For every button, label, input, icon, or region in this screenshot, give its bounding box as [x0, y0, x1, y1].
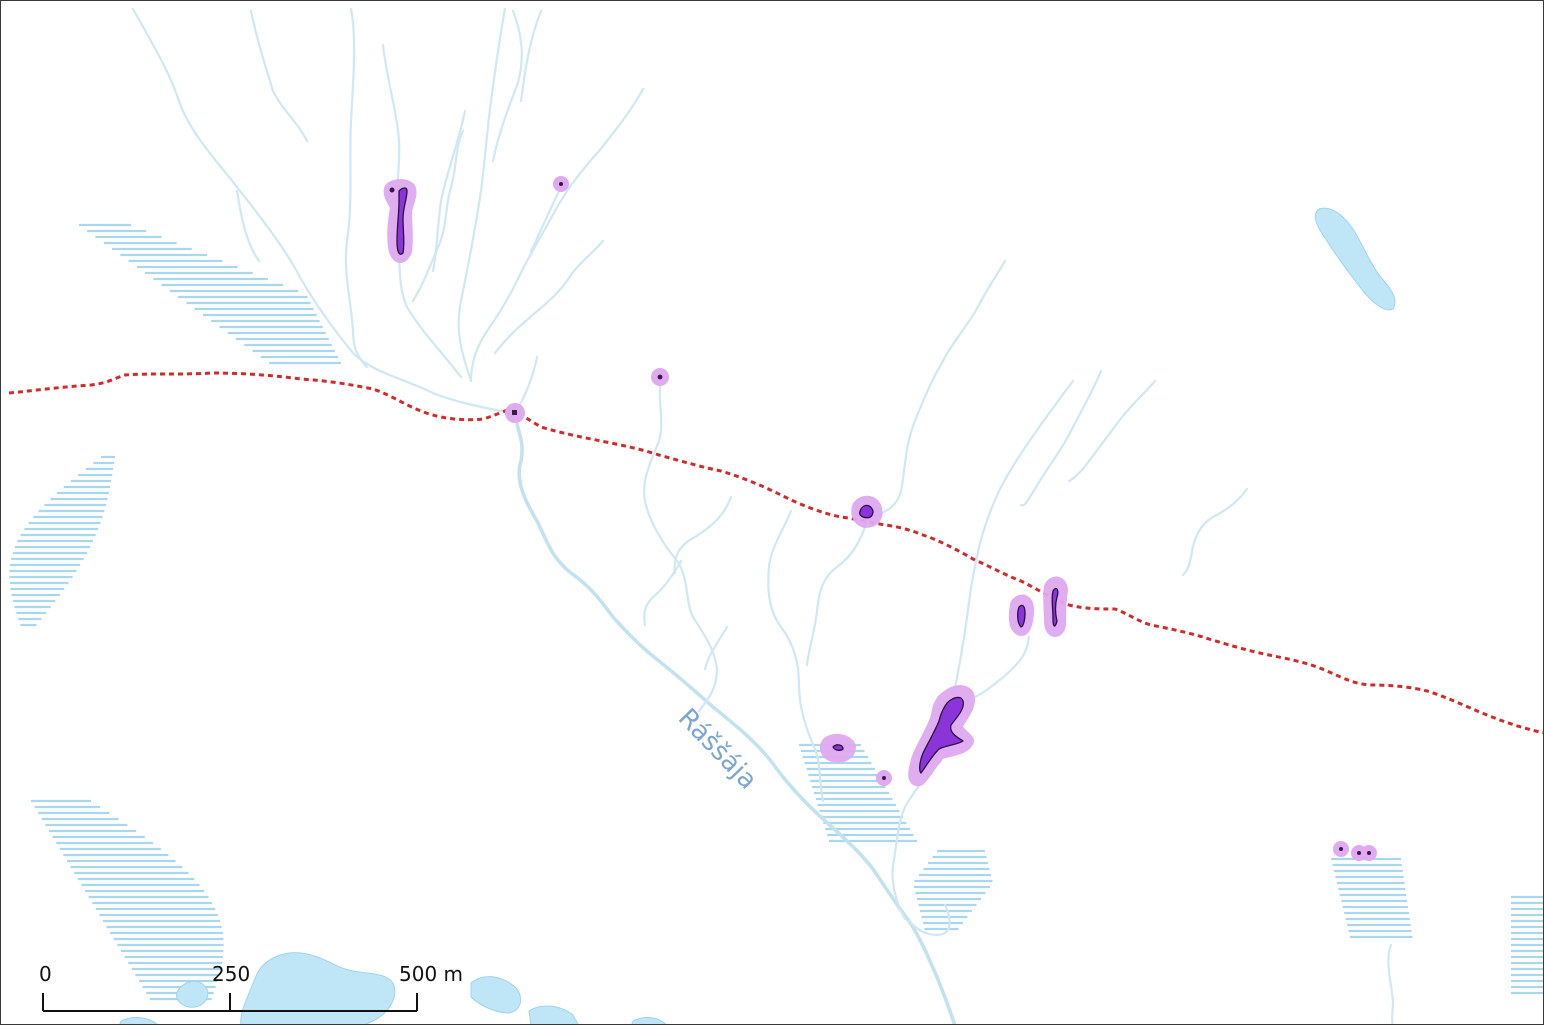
lakes — [119, 207, 1396, 1024]
streams — [131, 7, 1395, 1024]
stream-south-1 — [907, 903, 951, 936]
stream-ne-1 — [469, 87, 645, 383]
feature-north-elongated[interactable] — [383, 179, 417, 263]
stream-n-4 — [457, 7, 507, 383]
stream-central-2 — [673, 495, 733, 575]
lake-south-center — [470, 976, 522, 1014]
stream-east-5 — [1181, 487, 1249, 577]
stream-central-4 — [703, 625, 729, 671]
scale-label-mid: 250 — [212, 962, 250, 986]
marsh-areas — [9, 223, 1543, 1001]
lake-south-edge — [528, 1005, 579, 1024]
scale-bar-ticks — [42, 993, 418, 1011]
feature-east-pair-left[interactable] — [1008, 594, 1034, 636]
lake-southwest-large — [240, 952, 396, 1024]
marsh-area-west — [9, 455, 115, 627]
feature-southeast-cluster[interactable] — [1333, 841, 1377, 861]
lake-southwest-edge — [119, 1017, 158, 1024]
river-label-rassaja: Ráššája — [672, 703, 763, 795]
stream-n-7 — [431, 109, 467, 273]
stream-n-3 — [411, 129, 465, 303]
stream-east-2 — [949, 379, 1075, 707]
stream-ne-2 — [493, 239, 605, 355]
feature-east-pair-right[interactable] — [1043, 576, 1068, 637]
stream-east-4 — [1067, 379, 1157, 483]
stream-central-1 — [643, 379, 719, 713]
marsh-area-southwest — [31, 799, 224, 1001]
stream-central-3 — [643, 559, 683, 627]
stream-central-5 — [767, 509, 825, 803]
stream-ne-3 — [529, 185, 563, 253]
feature-north-dot[interactable] — [553, 176, 569, 192]
feature-south-dot[interactable] — [876, 770, 892, 786]
stream-central-6 — [805, 519, 869, 667]
stream-nw-2 — [235, 189, 261, 263]
lake-southwest-small — [176, 981, 209, 1008]
stream-east-1 — [869, 259, 1007, 519]
feature-south-large[interactable] — [908, 685, 975, 787]
feature-trail-center[interactable] — [851, 495, 883, 528]
lake-northeast — [1314, 207, 1396, 311]
marsh-area-southeast — [1331, 857, 1413, 939]
feature-center-dot[interactable] — [651, 368, 669, 386]
stream-n-6 — [519, 9, 543, 103]
scale-label-max: 500 m — [399, 962, 463, 986]
stream-nw-3 — [249, 9, 309, 143]
marsh-area-northwest — [79, 223, 341, 365]
stream-east-3 — [1019, 369, 1103, 507]
hiking-trail[interactable] — [8, 371, 1544, 735]
lake-south-edge-2 — [631, 1017, 666, 1024]
feature-trail-crossing[interactable] — [505, 403, 525, 423]
scale-bar: 0 250 500 m — [39, 962, 463, 1012]
stream-nw-1 — [131, 7, 503, 413]
mapped-features — [383, 176, 1377, 861]
stream-n-5 — [491, 9, 523, 163]
stream-east-6 — [965, 635, 1031, 703]
scale-label-zero: 0 — [39, 962, 52, 986]
feature-south-dot-west[interactable] — [819, 733, 856, 763]
marsh-area-central-south — [914, 849, 993, 931]
marsh-area-east-edge — [1511, 895, 1543, 995]
river-rassaja-main — [513, 411, 957, 1024]
stream-n-1 — [344, 7, 369, 369]
stream-se-1 — [1387, 943, 1395, 1024]
